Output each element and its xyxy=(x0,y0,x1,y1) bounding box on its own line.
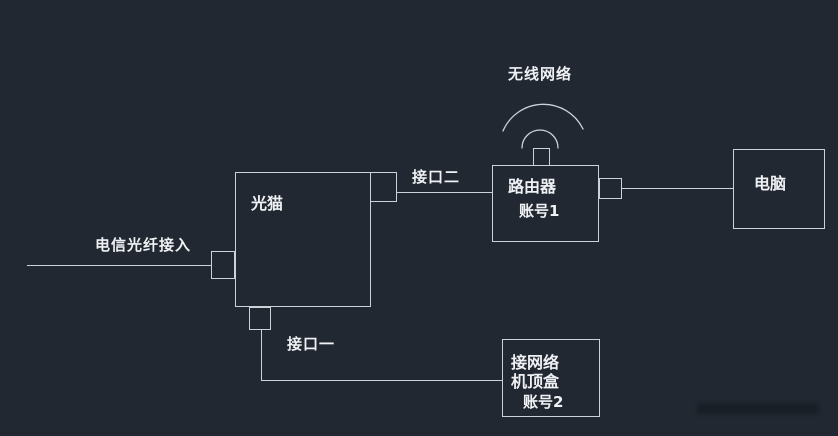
computer-label: 电脑 xyxy=(754,174,787,193)
modem-box: 光猫 xyxy=(235,172,371,307)
wifi-signal-icon xyxy=(502,103,584,149)
router-to-computer-line xyxy=(621,188,733,189)
computer-box: 电脑 xyxy=(733,149,825,229)
wifi-label: 无线网络 xyxy=(508,65,573,83)
router-antenna-port xyxy=(533,148,550,166)
modem-bottom-port xyxy=(249,307,271,330)
router-right-port xyxy=(599,178,622,199)
modem-to-router-line xyxy=(397,192,492,193)
watermark xyxy=(697,403,819,414)
router-label: 路由器 xyxy=(508,177,557,196)
modem-to-stb-horizontal-line xyxy=(261,380,502,381)
modem-to-stb-vertical-line xyxy=(261,330,262,380)
fiber-input-line xyxy=(27,265,211,266)
stb-box: 接网络 机顶盒 账号2 xyxy=(502,339,600,417)
modem-right-port xyxy=(370,172,397,202)
fiber-input-label: 电信光纤接入 xyxy=(95,236,192,254)
port-one-label: 接口一 xyxy=(287,335,336,353)
port-two-label: 接口二 xyxy=(412,168,461,186)
modem-left-port xyxy=(211,251,235,279)
router-account-label: 账号1 xyxy=(519,202,560,220)
modem-label: 光猫 xyxy=(251,194,284,213)
stb-account-label: 账号2 xyxy=(523,393,564,411)
stb-label-line1: 接网络 xyxy=(511,353,560,372)
stb-label-line2: 机顶盒 xyxy=(511,372,560,391)
router-box: 路由器 账号1 xyxy=(492,165,599,242)
